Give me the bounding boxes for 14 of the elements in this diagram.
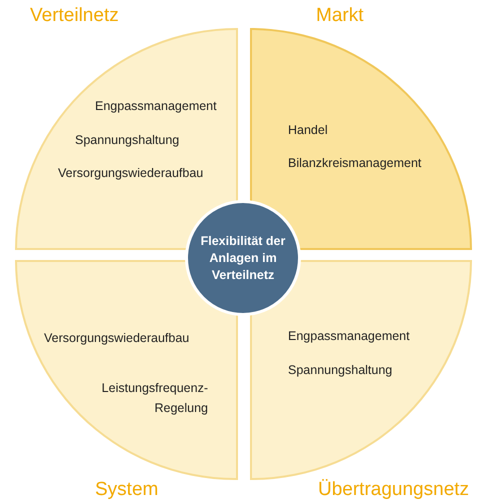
segment-item: Spannungshaltung — [288, 362, 394, 379]
segment-item: Leistungsfrequenz- Regelung — [100, 380, 208, 417]
segment-item: Engpassmanagement — [95, 98, 218, 115]
segment-title: Verteilnetz — [30, 4, 119, 28]
segment-item: Bilanzkreismanagement — [288, 155, 422, 172]
segment-item: Handel — [288, 122, 329, 139]
segment-title: Markt — [316, 4, 364, 28]
segment-item: Spannungshaltung — [75, 132, 180, 149]
segment-item: Versorgungswiederaufbau — [44, 330, 190, 347]
segment-item: Versorgungswiederaufbau — [58, 165, 204, 182]
segment-title: System — [95, 478, 158, 502]
center-text: Flexibilität der Anlagen im Verteilnetz — [200, 232, 286, 284]
segment-title: Übertragungsnetz — [318, 478, 470, 502]
segment-item: Engpassmanagement — [288, 328, 411, 345]
